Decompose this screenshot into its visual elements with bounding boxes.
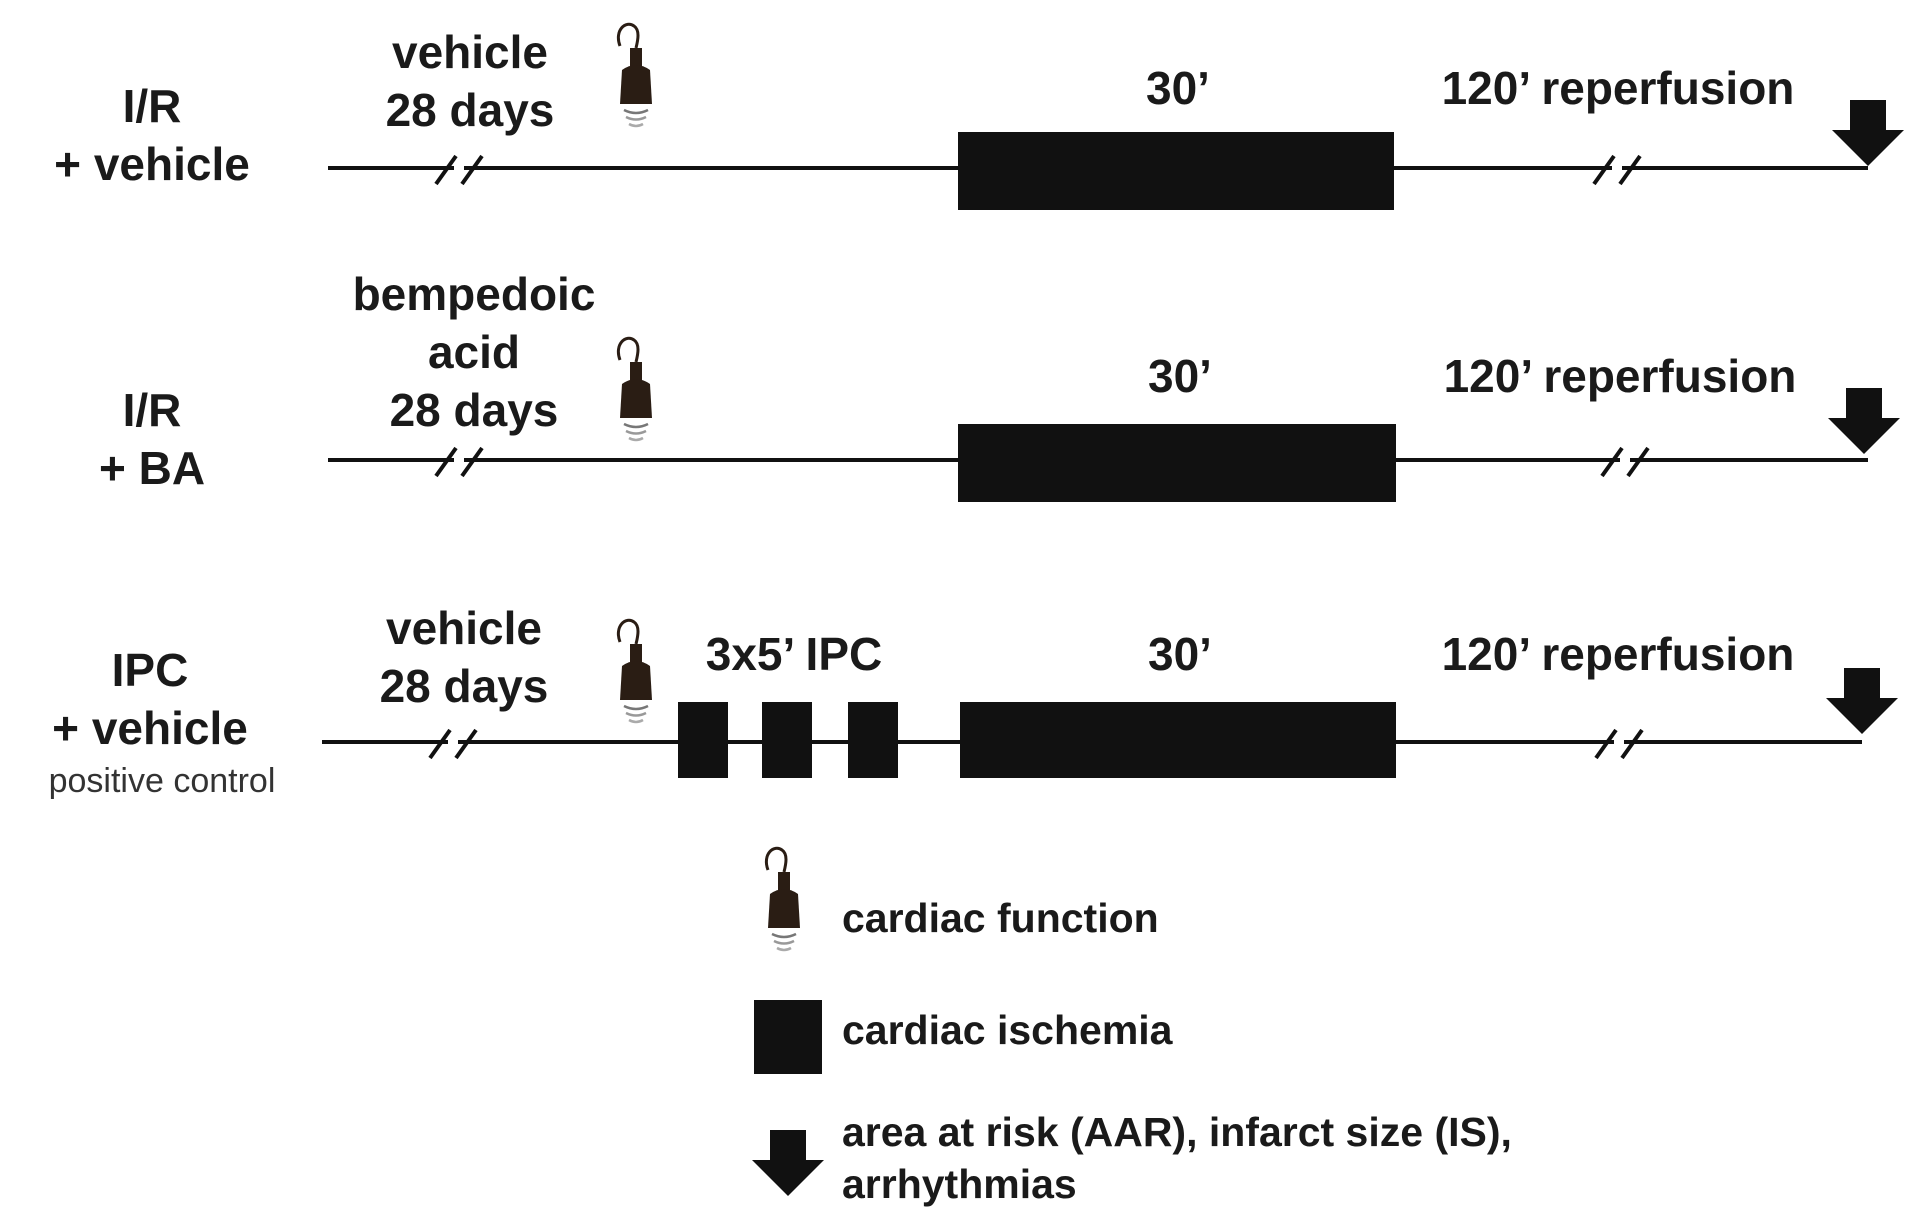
group-label-line2: + BA [99, 442, 205, 494]
ischemia-duration-label: 30’ [1146, 62, 1210, 114]
treatment-label-line2: 28 days [380, 660, 549, 712]
treatment-label-line1: bempedoic [353, 268, 596, 320]
preconditioning-block [678, 702, 728, 778]
group-note: positive control [49, 762, 276, 800]
treatment-label-line3: 28 days [390, 384, 559, 436]
group-label-line1: I/R [123, 384, 182, 436]
ultrasound-probe-icon [764, 846, 802, 952]
ultrasound-probe-icon [616, 336, 654, 442]
preconditioning-block [762, 702, 812, 778]
treatment-label-line2: acid [428, 326, 520, 378]
treatment-label-line1: vehicle [392, 26, 548, 78]
group-label-line1: I/R [123, 80, 182, 132]
legend-endpoints-line1: area at risk (AAR), infarct size (IS), [842, 1109, 1512, 1155]
legend-endpoints-line2: arrhythmias [842, 1161, 1077, 1207]
ischemia-block [960, 702, 1396, 778]
group-label-line2: + vehicle [54, 138, 250, 190]
preconditioning-label: 3x5’ IPC [706, 628, 882, 680]
group-label-line2: + vehicle [52, 702, 248, 754]
treatment-label-line2: 28 days [386, 84, 555, 136]
ischemia-duration-label: 30’ [1148, 350, 1212, 402]
ischemia-block [958, 424, 1396, 502]
legend-cardiac-ischemia: cardiac ischemia [842, 1007, 1174, 1053]
group-label-line1: IPC [112, 644, 189, 696]
treatment-label-line1: vehicle [386, 602, 542, 654]
legend-cardiac-function: cardiac function [842, 895, 1159, 941]
endpoint-arrow-icon [1832, 100, 1904, 166]
group-ir-vehicle: I/R + vehicle vehicle 28 days 30’ 120’ r… [54, 22, 1904, 210]
group-ipc-vehicle: IPC + vehicle positive control vehicle 2… [49, 602, 1898, 800]
ischemia-duration-label: 30’ [1148, 628, 1212, 680]
reperfusion-label: 120’ reperfusion [1442, 628, 1795, 680]
group-ir-ba: I/R + BA bempedoic acid 28 days 30’ 120’… [99, 268, 1900, 502]
endpoint-arrow-icon [752, 1130, 824, 1196]
reperfusion-label: 120’ reperfusion [1444, 350, 1797, 402]
legend: cardiac function cardiac ischemia area a… [752, 846, 1512, 1207]
endpoint-arrow-icon [1828, 388, 1900, 454]
ischemia-block [958, 132, 1394, 210]
ischemia-legend-swatch [754, 1000, 822, 1074]
preconditioning-block [848, 702, 898, 778]
ultrasound-probe-icon [616, 22, 654, 128]
ultrasound-probe-icon [616, 618, 654, 724]
reperfusion-label: 120’ reperfusion [1442, 62, 1795, 114]
endpoint-arrow-icon [1826, 668, 1898, 734]
